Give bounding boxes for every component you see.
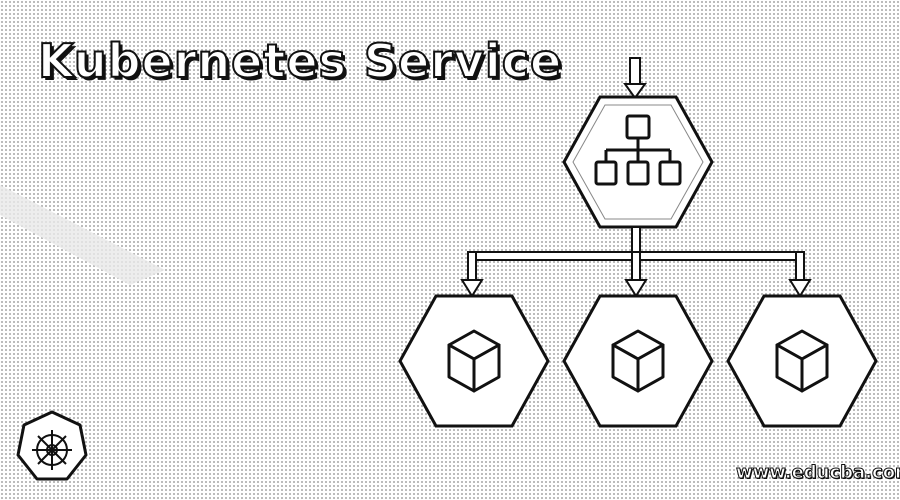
arrow-to-pod-3 [788,279,812,298]
connector-lines [460,226,812,298]
pod-node-2 [562,294,714,428]
decorative-band [0,185,165,285]
network-hierarchy-icon [594,114,682,186]
service-node [562,95,714,229]
cube-icon [775,329,829,393]
arrow-to-pod-2 [624,279,648,298]
page-title: Kubernetes Service [37,33,563,89]
kubernetes-logo-icon [16,410,88,481]
arrow-to-pod-1 [460,279,484,298]
cube-icon [611,329,665,393]
watermark-text: www.educba.com [736,462,900,484]
pod-node-1 [398,294,550,428]
cube-icon [447,329,501,393]
pod-node-3 [726,294,878,428]
incoming-arrow [623,57,647,100]
